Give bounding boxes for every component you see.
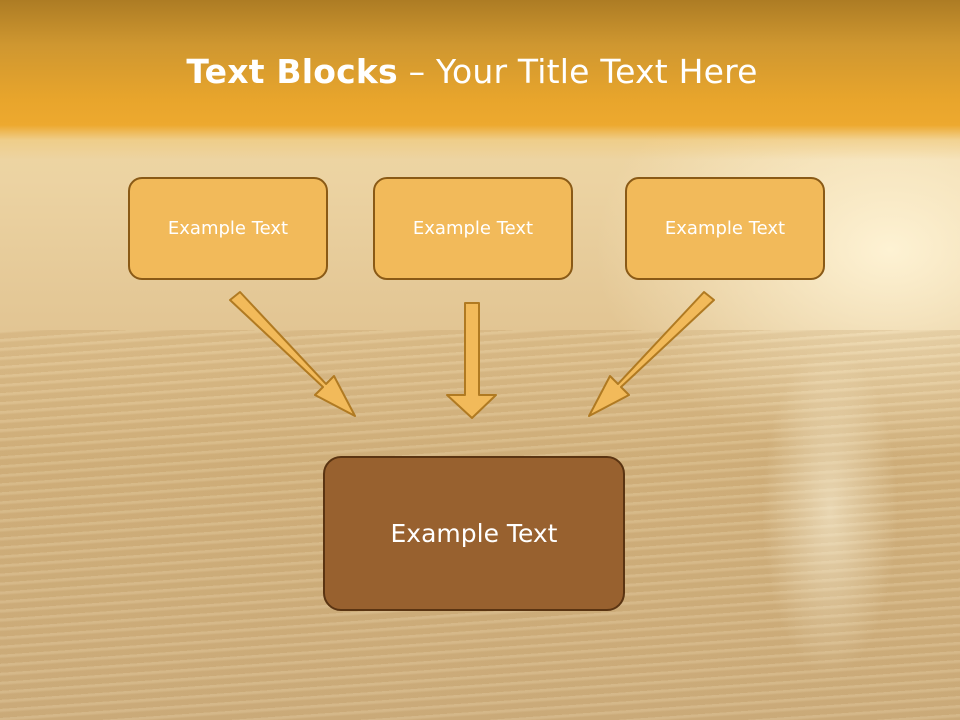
main-text-block-label: Example Text (390, 519, 558, 548)
text-block-3[interactable]: Example Text (625, 177, 825, 280)
title-rest: – Your Title Text Here (397, 52, 758, 91)
text-block-1[interactable]: Example Text (128, 177, 328, 280)
arrow-center[interactable] (446, 302, 497, 419)
arrow-left[interactable] (229, 291, 356, 417)
title-bold: Text Blocks (186, 52, 398, 91)
text-block-2[interactable]: Example Text (373, 177, 573, 280)
arrow-right[interactable] (588, 291, 715, 417)
main-text-block[interactable]: Example Text (323, 456, 625, 611)
text-block-1-label: Example Text (167, 218, 289, 239)
title-bar (0, 0, 960, 160)
text-block-2-label: Example Text (412, 218, 534, 239)
text-block-3-label: Example Text (664, 218, 786, 239)
sun-glare (720, 360, 920, 720)
slide-title[interactable]: Text Blocks – Your Title Text Here (0, 52, 944, 91)
